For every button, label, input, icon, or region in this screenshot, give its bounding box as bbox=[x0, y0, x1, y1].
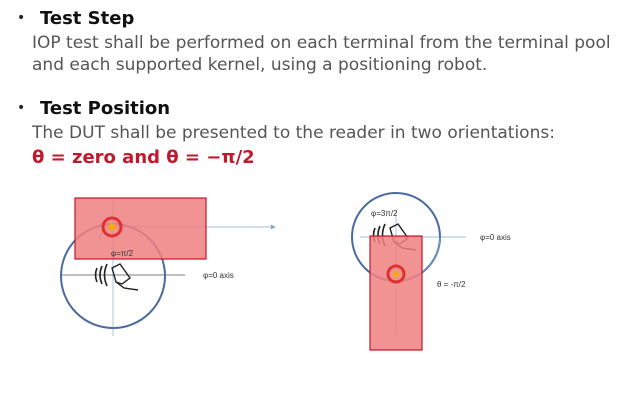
heading-test-step: Test Step bbox=[40, 8, 135, 29]
test-position-line-1: The DUT shall be presented to the reader… bbox=[32, 123, 555, 143]
diagram-theta-minus-half-pi: φ=3π/2 φ=0 axis θ = -π/2 bbox=[351, 192, 511, 351]
test-step-line-1: IOP test shall be performed on each term… bbox=[32, 33, 611, 53]
right-card-antenna-dot bbox=[392, 270, 400, 278]
left-axis-label: φ=0 axis bbox=[203, 271, 234, 280]
right-axis-label: φ=0 axis bbox=[480, 233, 511, 242]
right-angle-label: φ=3π/2 bbox=[371, 209, 398, 218]
dut-card-horizontal bbox=[74, 197, 207, 260]
heading-test-position: Test Position bbox=[40, 98, 171, 119]
dut-card-vertical bbox=[369, 235, 423, 351]
test-step-line-2: and each supported kernel, using a posit… bbox=[32, 55, 488, 75]
right-card-antenna-ring bbox=[386, 264, 406, 284]
left-angle-label: φ=π/2 bbox=[111, 249, 134, 258]
diagram-theta-zero: φ=π/2 φ=0 axis bbox=[60, 197, 276, 336]
bullet-test-position: • bbox=[17, 100, 26, 116]
theta-label: θ = -π/2 bbox=[437, 280, 466, 289]
card-antenna-ring bbox=[101, 216, 123, 238]
bullet-test-step: • bbox=[17, 10, 26, 26]
orientation-formula: θ = zero and θ = −π/2 bbox=[32, 147, 255, 168]
card-antenna-dot bbox=[108, 223, 116, 231]
contactless-icon bbox=[94, 263, 139, 291]
